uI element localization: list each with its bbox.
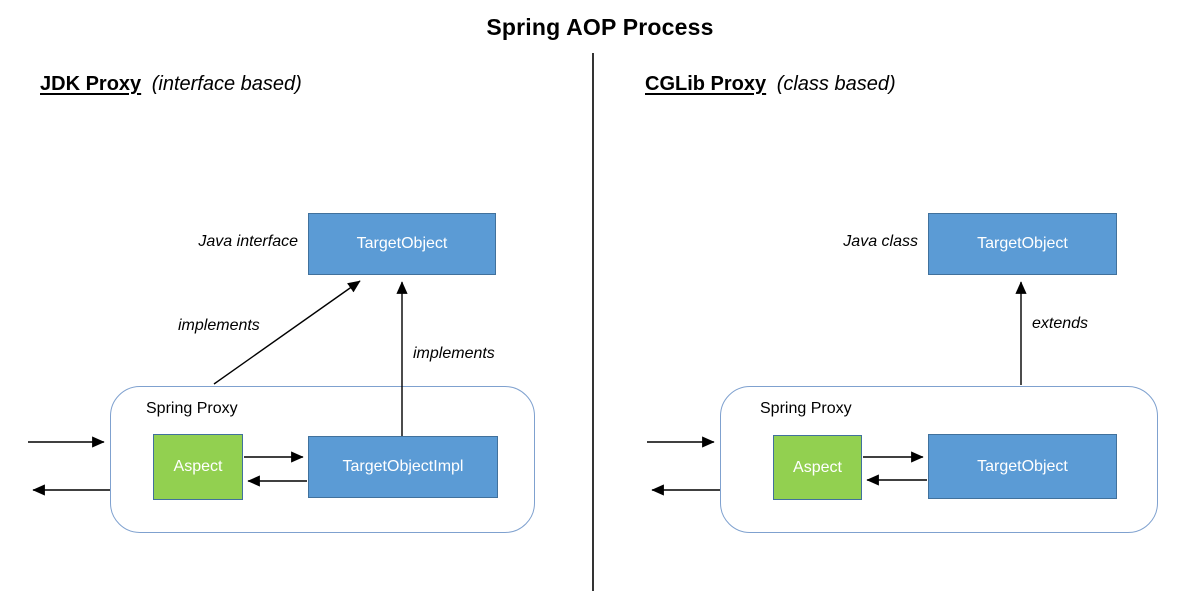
right-aspect-box: Aspect (773, 435, 862, 500)
jdk-proxy-heading-note: (interface based) (151, 73, 302, 95)
right-spring-proxy-label: Spring Proxy (760, 400, 852, 417)
left-spring-proxy-container (110, 386, 535, 533)
right-section-heading: CGLib Proxy (class based) (645, 73, 896, 96)
implements-label-diagonal: implements (178, 317, 260, 334)
left-aspect-box: Aspect (153, 434, 243, 500)
right-spring-proxy-container (720, 386, 1158, 533)
left-spring-proxy-label: Spring Proxy (146, 400, 238, 417)
right-target-object-top-box: TargetObject (928, 213, 1117, 275)
right-target-object-inner-box: TargetObject (928, 434, 1117, 499)
extends-label: extends (1032, 315, 1089, 332)
cglib-proxy-heading: CGLib Proxy (645, 73, 767, 95)
java-class-label: Java class (843, 233, 918, 250)
diagram-title: Spring AOP Process (486, 14, 714, 40)
left-target-object-impl-box: TargetObjectImpl (308, 436, 498, 498)
java-interface-label: Java interface (198, 233, 298, 250)
left-target-object-box: TargetObject (308, 213, 496, 275)
implements-label-vertical: implements (413, 345, 495, 362)
jdk-proxy-heading: JDK Proxy (40, 73, 142, 95)
cglib-proxy-heading-note: (class based) (776, 73, 896, 95)
left-section-heading: JDK Proxy (interface based) (40, 73, 302, 96)
